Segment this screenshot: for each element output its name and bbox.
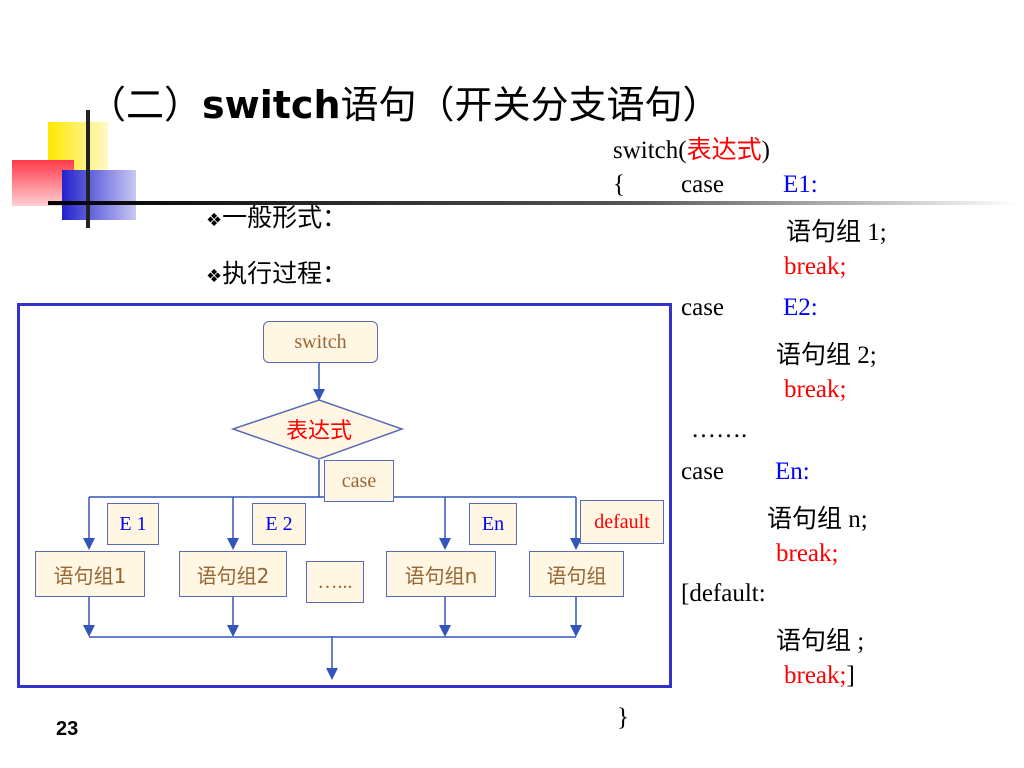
code-case-2: case [681, 294, 725, 321]
code-case-1-label: E1: [783, 171, 818, 198]
code-group-2: 语句组 2; [776, 342, 877, 369]
group-node-n: 语句组n [386, 551, 496, 597]
flowchart-frame [17, 303, 672, 688]
branch-label-e2: E 2 [252, 503, 306, 545]
code-case-n: case [681, 458, 725, 485]
branch-label-en: En [469, 503, 517, 545]
page-number: 23 [56, 718, 79, 740]
bullet-general-form: ❖一般形式： [206, 198, 347, 234]
branch-label-default: default [580, 500, 664, 544]
code-group-n: 语句组 n; [767, 506, 868, 533]
diamond-bullet-icon: ❖ [206, 266, 223, 287]
branch-label-e1: E 1 [107, 503, 159, 545]
code-group-1: 语句组 1; [786, 219, 887, 246]
group-node-2: 语句组2 [179, 551, 287, 597]
code-case-1: case [681, 171, 725, 198]
code-break-default: break;] [784, 662, 855, 689]
diamond-bullet-icon: ❖ [206, 210, 223, 231]
code-group-default: 语句组 ; [776, 628, 865, 655]
title-keyword: switch [202, 83, 341, 127]
title-suffix: 语句（开关分支语句） [340, 83, 721, 127]
code-ellipsis: ……. [691, 416, 748, 443]
code-brace-open: { [613, 171, 625, 198]
expression-node-label: 表达式 [285, 419, 352, 444]
code-case-2-label: E2: [783, 294, 818, 321]
expression-diamond [230, 399, 405, 460]
group-node-1: 语句组1 [35, 551, 145, 597]
group-node-default: 语句组 [529, 551, 624, 597]
code-case-n-label: En: [775, 458, 810, 485]
code-brace-close: } [617, 704, 629, 731]
switch-node: switch [263, 321, 378, 363]
dots-node: …... [306, 561, 364, 603]
bullet-text: 执行过程： [222, 259, 348, 288]
corner-squares-graphic [12, 110, 1018, 228]
bullet-execution-process: ❖执行过程： [206, 254, 347, 290]
bullet-text: 一般形式： [222, 203, 348, 232]
title-prefix: （二） [88, 83, 203, 127]
code-break-n: break; [776, 540, 839, 567]
code-break-1: break; [784, 253, 847, 280]
code-default: [default: [681, 580, 766, 607]
code-break-2: break; [784, 376, 847, 403]
slide-title: （二）switch语句（开关分支语句） [88, 74, 721, 129]
case-label-node: case [324, 460, 394, 502]
code-line-switch: switch(表达式) [613, 137, 770, 164]
